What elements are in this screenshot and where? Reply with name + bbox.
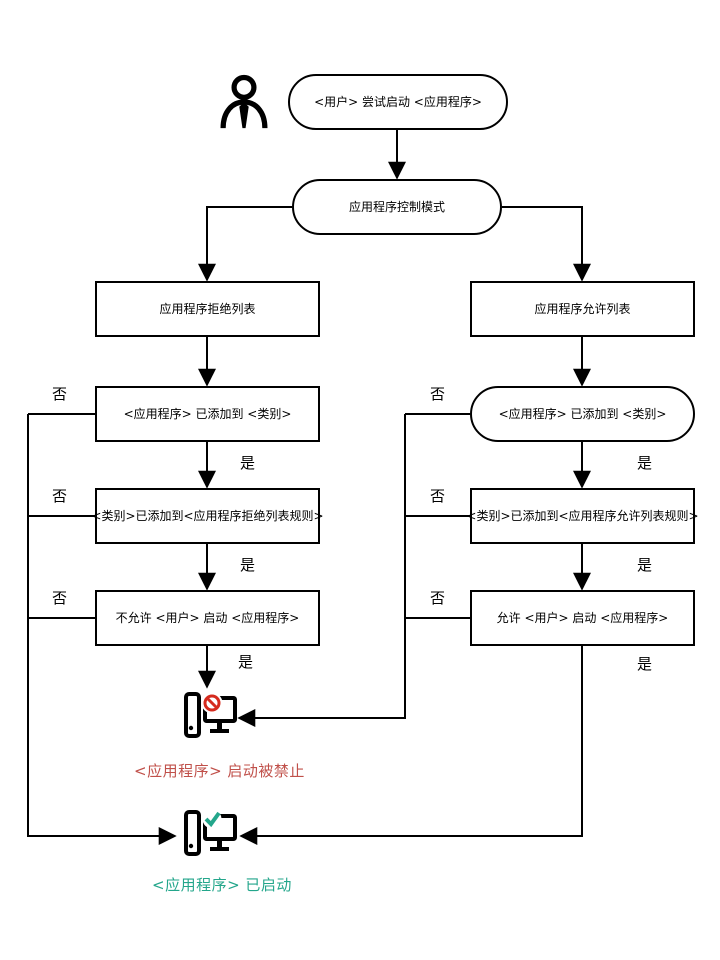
result-started-label: <应用程序> 已启动 <box>152 876 292 894</box>
node-allow-user-start: 允许 <用户> 启动 <应用程序> <box>470 590 695 646</box>
computer-blocked-icon <box>182 690 238 746</box>
node-app-in-category-deny: <应用程序> 已添加到 <类别> <box>95 386 320 442</box>
node-control-mode: 应用程序控制模式 <box>292 179 502 235</box>
result-blocked-label: <应用程序> 启动被禁止 <box>134 762 305 780</box>
label-yes: 是 <box>240 556 256 574</box>
label-no: 否 <box>52 385 68 403</box>
user-icon <box>220 72 268 136</box>
label-no: 否 <box>52 589 68 607</box>
checkmark-icon <box>204 811 221 828</box>
label-no: 否 <box>430 589 446 607</box>
prohibition-icon <box>203 694 221 712</box>
node-deny-user-start: 不允许 <用户> 启动 <应用程序> <box>95 590 320 646</box>
node-denylist: 应用程序拒绝列表 <box>95 281 320 337</box>
computer-started-icon <box>182 808 238 864</box>
label-no: 否 <box>430 385 446 403</box>
node-app-in-category-allow: <应用程序> 已添加到 <类别> <box>470 386 695 442</box>
label-yes: 是 <box>637 655 653 673</box>
node-allowlist: 应用程序允许列表 <box>470 281 695 337</box>
node-start: <用户> 尝试启动 <应用程序> <box>288 74 508 130</box>
node-category-in-allow-rules: <类别>已添加到<应用程序允许列表规则> <box>466 488 699 544</box>
label-no: 否 <box>52 487 68 505</box>
label-no: 否 <box>430 487 446 505</box>
label-yes: 是 <box>240 454 256 472</box>
label-yes: 是 <box>637 556 653 574</box>
label-yes: 是 <box>238 653 254 671</box>
node-category-in-deny-rules: <类别>已添加到<应用程序拒绝列表规则> <box>91 488 324 544</box>
label-yes: 是 <box>637 454 653 472</box>
